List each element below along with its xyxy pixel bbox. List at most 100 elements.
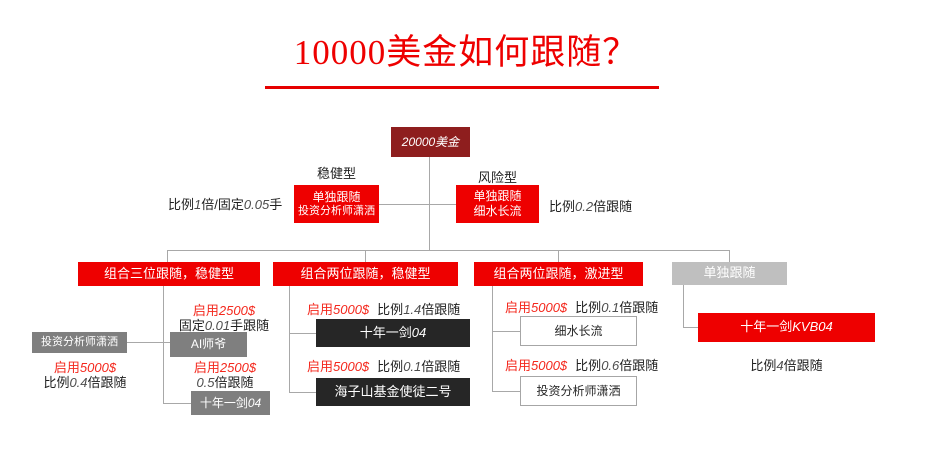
node-haizishan-fund: 海子山基金使徒二号 xyxy=(316,378,470,406)
enable-amount: 2500$ xyxy=(218,303,256,318)
branch4-header: 单独跟随 xyxy=(672,262,787,285)
rule-text2: 倍跟随 xyxy=(421,359,461,374)
branch3-stub1 xyxy=(492,331,520,332)
rule-text2: 倍跟随 xyxy=(619,300,659,315)
branch4-stub xyxy=(683,327,698,328)
stable-follow-line1: 单独跟随 xyxy=(312,189,361,204)
rule-text1: 比例 xyxy=(377,359,404,374)
node-root-20000: 20000美金 xyxy=(391,127,470,157)
branch1-analyst-enable: 启用5000$ xyxy=(30,357,140,376)
rule-text2: 倍跟随 xyxy=(783,358,823,373)
stable-ratio-text3: 手 xyxy=(269,197,283,212)
branch2-item1-label: 启用5000$比例1.4倍跟随 xyxy=(307,299,460,318)
branch1-stub-analyst xyxy=(127,342,170,343)
node-stable-follow: 单独跟随 投资分析师潇洒 xyxy=(294,185,379,223)
branch4-vline xyxy=(683,285,684,327)
root-unit: 美金 xyxy=(435,134,460,149)
rule-text2: 倍跟随 xyxy=(87,375,127,390)
node-analyst-xiaosa: 投资分析师潇洒 xyxy=(32,332,127,353)
enable-text: 启用 xyxy=(505,358,532,373)
enable-text: 启用 xyxy=(53,360,80,375)
label-risk-type: 风险型 xyxy=(477,170,517,185)
enable-text: 启用 xyxy=(505,300,532,315)
box-text: 海子山基金使徒二号 xyxy=(334,383,452,399)
rule-num: 0.6 xyxy=(601,358,620,373)
branch2-item2-label: 启用5000$ 比例0.1倍跟随 xyxy=(307,356,460,375)
enable-text: 启用 xyxy=(307,359,334,374)
rule-text1: 比例 xyxy=(750,358,777,373)
branch2-stub1 xyxy=(289,333,316,334)
stable-ratio-num2: 0.05 xyxy=(243,197,270,212)
branch1-vline xyxy=(163,286,164,404)
rule-text1: 比例 xyxy=(575,358,602,373)
node-analyst-xiaosa-white: 投资分析师潇洒 xyxy=(520,376,637,406)
box-text: 十年一剑 xyxy=(740,319,793,335)
branch2-vline xyxy=(289,286,290,392)
label-stable-type: 稳健型 xyxy=(316,166,356,181)
connector-root-down xyxy=(429,157,430,250)
rule-num: 0.4 xyxy=(69,375,88,390)
rule-text1: 固定 xyxy=(178,318,205,333)
rule-text1: 比例 xyxy=(43,375,70,390)
branch3-stub2 xyxy=(492,391,520,392)
connector-drop-branch1 xyxy=(167,250,168,262)
enable-text: 启用 xyxy=(193,360,220,375)
risk-ratio-text2: 倍跟随 xyxy=(593,199,633,214)
branch1-stub-sword xyxy=(163,403,191,404)
stable-ratio-text1: 比例 xyxy=(168,197,195,212)
risk-follow-line2: 细水长流 xyxy=(473,204,522,218)
branch1-header: 组合三位跟随，稳健型 xyxy=(78,262,260,286)
risk-ratio-text1: 比例 xyxy=(549,199,576,214)
box-text: 十年一剑 xyxy=(359,324,412,340)
enable-amount: 5000$ xyxy=(333,359,370,374)
rule-text2: 手跟随 xyxy=(230,318,270,333)
branch2-stub2 xyxy=(289,392,316,393)
stable-follow-line2: 投资分析师潇洒 xyxy=(298,204,375,217)
enable-text: 启用 xyxy=(192,303,219,318)
box-text: 十年一剑 xyxy=(199,395,248,410)
branch1-sword-rule: 0.5倍跟随 xyxy=(180,372,270,391)
enable-amount: 2500$ xyxy=(219,360,257,375)
node-sword-kvb04: 十年一剑KVB04 xyxy=(698,313,875,342)
enable-group: 启用5000$ xyxy=(307,302,369,317)
enable-amount: 5000$ xyxy=(333,302,370,317)
node-sword04-gray: 十年一剑04 xyxy=(191,391,270,415)
enable-group: 启用5000$ xyxy=(505,358,567,373)
rule-text2: 倍跟随 xyxy=(421,302,461,317)
node-ai-shiye: AI师爷 xyxy=(170,332,247,357)
connector-drop-branch3 xyxy=(558,250,559,262)
label-stable-ratio: 比例1倍/固定0.05手 xyxy=(168,194,282,213)
box-num: 04 xyxy=(247,395,262,410)
rule-num: 0.01 xyxy=(204,318,231,333)
risk-follow-line1: 单独跟随 xyxy=(473,189,522,203)
box-num: 04 xyxy=(411,324,427,340)
connector-drop-branch4 xyxy=(729,250,730,262)
rule-num: 0.5 xyxy=(196,375,215,390)
rule-text2: 倍跟随 xyxy=(214,375,254,390)
box-num: KVB04 xyxy=(792,319,833,335)
enable-group: 启用5000$ xyxy=(307,359,369,374)
rule-num: 0.1 xyxy=(403,359,422,374)
enable-amount: 5000$ xyxy=(531,300,568,315)
rule-num: 4 xyxy=(776,358,784,373)
stable-ratio-num1: 1 xyxy=(194,197,202,212)
branch1-ai-enable: 启用2500$ xyxy=(168,300,280,319)
branch3-item1-label: 启用5000$比例0.1倍跟随 xyxy=(505,297,658,316)
node-sword04-black: 十年一剑04 xyxy=(316,319,470,347)
branch4-rule: 比例4倍跟随 xyxy=(698,355,875,374)
connector-drop-branch2 xyxy=(365,250,366,262)
enable-amount: 5000$ xyxy=(531,358,568,373)
stable-ratio-text2: 倍/固定 xyxy=(201,197,244,212)
title-underline xyxy=(265,86,659,89)
label-risk-ratio: 比例0.2倍跟随 xyxy=(549,196,632,215)
branch1-analyst-rule: 比例0.4倍跟随 xyxy=(30,372,140,391)
root-amount: 20000 xyxy=(401,134,436,149)
branch2-header: 组合两位跟随，稳健型 xyxy=(273,262,458,286)
node-risk-follow: 单独跟随 细水长流 xyxy=(456,185,539,223)
connector-level2-horizontal xyxy=(167,250,729,251)
branch1-sword-enable: 启用2500$ xyxy=(180,357,270,376)
enable-amount: 5000$ xyxy=(79,360,117,375)
enable-group: 启用5000$ xyxy=(505,300,567,315)
connector-follow-boxes xyxy=(379,204,456,205)
